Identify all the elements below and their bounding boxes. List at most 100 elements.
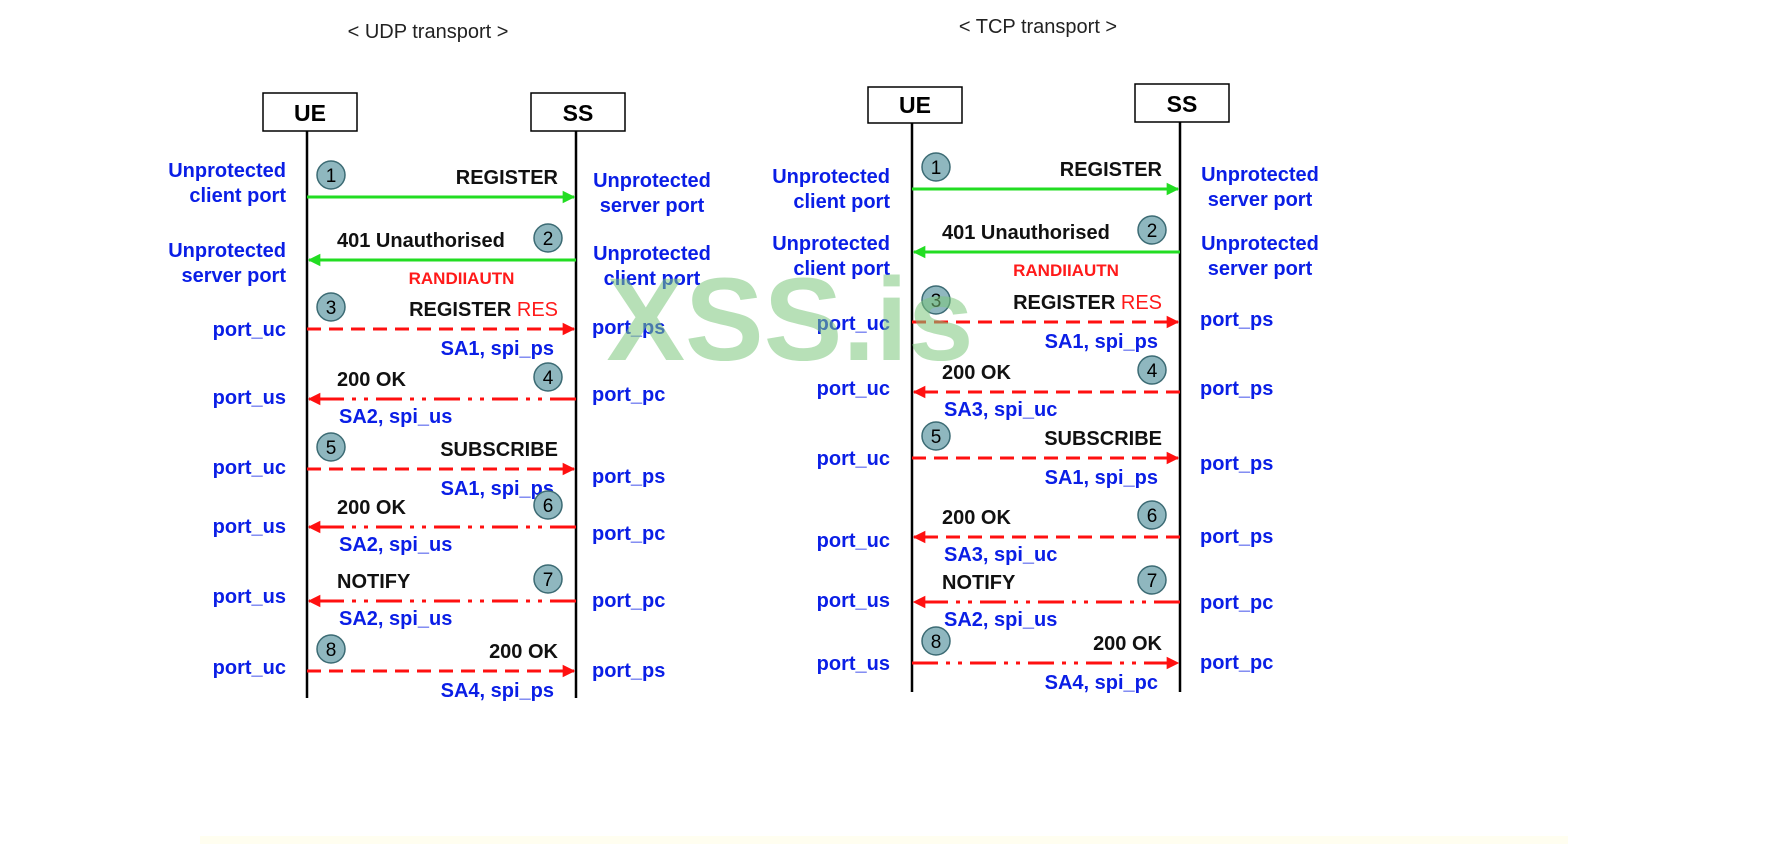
step-number: 6 [1147, 506, 1158, 527]
ue-label: UE [294, 100, 326, 126]
step-6: 6 200 OK SA2, spi_us port_us port_pc [213, 490, 665, 556]
ue-port-label: port_us [817, 653, 890, 675]
ss-port-label: server port [600, 195, 705, 217]
message-label: REGISTER [456, 167, 559, 189]
ue-label: UE [899, 92, 931, 118]
step-number: 5 [326, 438, 337, 459]
step-number: 6 [543, 496, 554, 517]
ss-port-label: port_ps [592, 317, 665, 339]
step-number: 8 [326, 640, 337, 661]
ss-port-label: port_ps [1200, 453, 1273, 475]
ss-port-label: server port [1208, 258, 1313, 280]
ss-port-label: client port [604, 268, 701, 290]
ss-port-label: port_ps [1200, 378, 1273, 400]
message-label: SUBSCRIBE [1044, 428, 1162, 450]
message-label: 200 OK [489, 641, 558, 663]
message-label: NOTIFY [337, 571, 411, 593]
ue-port-label: port_uc [817, 313, 890, 335]
message-label: 401 Unauthorised [337, 230, 505, 252]
security-association-label: SA3, spi_uc [944, 399, 1057, 421]
step-number-circle [316, 432, 346, 462]
watermark: XSS.is [606, 254, 973, 386]
step-number: 7 [1147, 571, 1158, 592]
ue-port-label: port_uc [817, 530, 890, 552]
ue-box [262, 92, 358, 132]
ss-box [1134, 83, 1230, 123]
step-number: 2 [1147, 221, 1158, 242]
step-number-circle [1137, 565, 1167, 595]
ss-port-label: port_ps [592, 660, 665, 682]
step-number: 3 [326, 298, 337, 319]
ss-port-label: port_pc [1200, 652, 1273, 674]
message-label: 200 OK [942, 362, 1011, 384]
message-label: REGISTER [1060, 159, 1163, 181]
message-name: REGISTER [409, 299, 517, 321]
message-label: 200 OK [942, 507, 1011, 529]
ue-port-label: port_us [213, 516, 286, 538]
step-number-circle [533, 564, 563, 594]
ue-box [867, 86, 963, 124]
step-number-circle [1137, 355, 1167, 385]
ue-port-label: port_us [213, 387, 286, 409]
ss-port-label: port_pc [592, 523, 665, 545]
ss-box [530, 92, 626, 132]
panel-title: < UDP transport > [348, 21, 509, 43]
ue-port-label: port_us [817, 590, 890, 612]
ss-label: SS [1167, 91, 1198, 117]
ue-port-label: client port [793, 258, 890, 280]
step-number-circle [316, 160, 346, 190]
message-label: REGISTER RES [1013, 292, 1162, 314]
step-number: 3 [931, 291, 942, 312]
ue-port-label: port_uc [213, 319, 286, 341]
ue-port-label: Unprotected [772, 233, 890, 255]
message-label: 401 Unauthorised [942, 222, 1110, 244]
ue-port-label: Unprotected [772, 166, 890, 188]
ss-port-label: Unprotected [1201, 164, 1319, 186]
step-number: 5 [931, 427, 942, 448]
ue-port-label: port_uc [817, 448, 890, 470]
security-association-label: SA1, spi_ps [441, 338, 554, 360]
step-number-circle [533, 223, 563, 253]
ue-port-label: port_us [213, 586, 286, 608]
message-label: 200 OK [337, 369, 406, 391]
security-association-label: SA2, spi_us [339, 406, 452, 428]
step-number: 2 [543, 229, 554, 250]
bottom-band [200, 836, 1568, 844]
security-association-label: SA2, spi_us [339, 534, 452, 556]
step-5: 5 SUBSCRIBE SA1, spi_ps port_uc port_ps [817, 421, 1273, 489]
ss-port-label: server port [1208, 189, 1313, 211]
ss-port-label: port_ps [592, 466, 665, 488]
auth-param-label: RANDIIAUTN [1013, 261, 1119, 280]
step-number-circle [921, 152, 951, 182]
step-number-circle [1137, 215, 1167, 245]
step-number: 4 [1147, 361, 1158, 382]
security-association-label: SA1, spi_ps [1045, 467, 1158, 489]
message-label: 200 OK [1093, 633, 1162, 655]
message-label: SUBSCRIBE [440, 439, 558, 461]
step-number-circle [316, 634, 346, 664]
ss-port-label: Unprotected [593, 170, 711, 192]
step-number-circle [316, 292, 346, 322]
step-number-circle [533, 362, 563, 392]
step-number-circle [921, 285, 951, 315]
ss-port-label: port_pc [1200, 592, 1273, 614]
ue-port-label: client port [189, 185, 286, 207]
security-association-label: SA1, spi_ps [1045, 331, 1158, 353]
message-label: REGISTER RES [409, 299, 558, 321]
step-number: 7 [543, 570, 554, 591]
step-number-circle [921, 626, 951, 656]
security-association-label: SA1, spi_ps [441, 478, 554, 500]
ss-label: SS [563, 100, 594, 126]
message-label: 200 OK [337, 497, 406, 519]
